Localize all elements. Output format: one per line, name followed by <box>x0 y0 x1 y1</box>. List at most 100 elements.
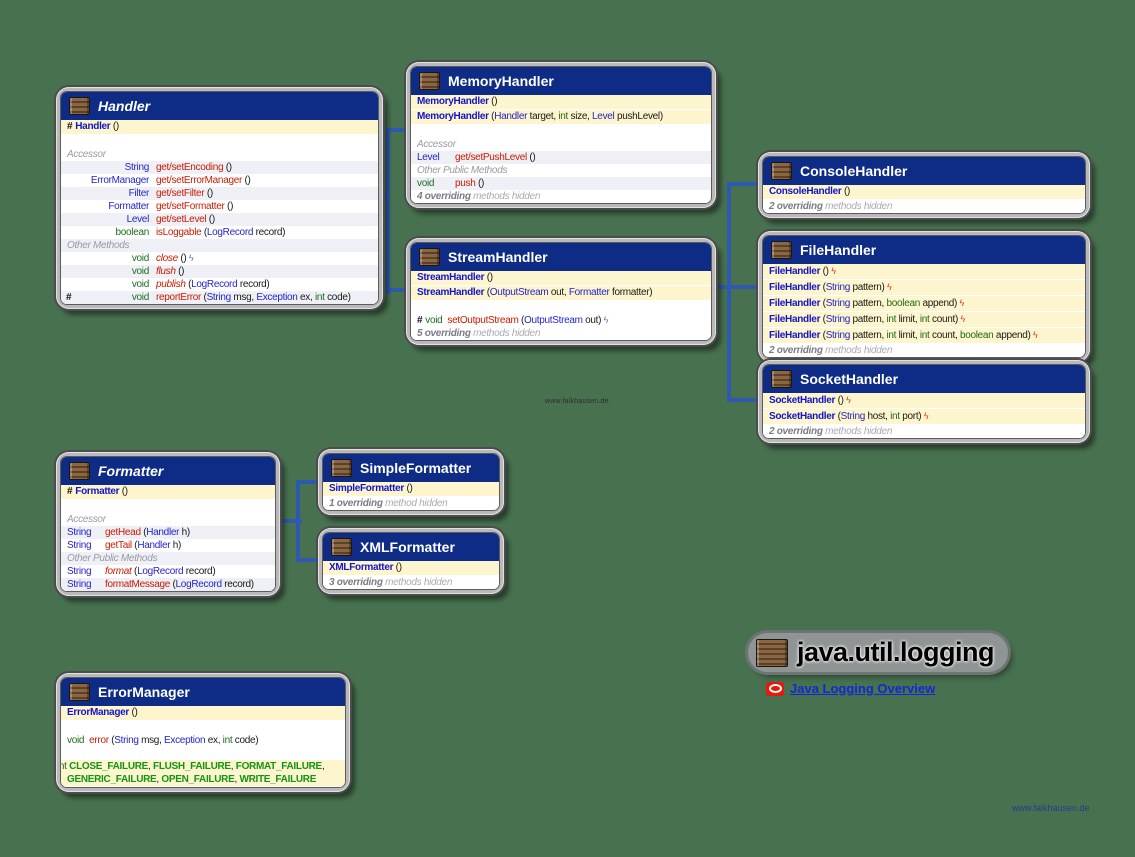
member-row: MemoryHandler (Handler target, int size,… <box>411 110 711 125</box>
class-xmlformatter[interactable]: XMLFormatter XMLFormatter ()3 overriding… <box>318 528 504 594</box>
class-icon <box>331 538 352 556</box>
class-icon <box>69 683 90 701</box>
member-row: int CLOSE_FAILURE, FLUSH_FAILURE, FORMAT… <box>61 760 345 787</box>
member-row: Accessor <box>61 148 378 161</box>
class-icon <box>331 459 352 477</box>
member-row: 4 overriding methods hidden <box>411 190 711 203</box>
connector-handler-to-streamhandler <box>386 288 410 292</box>
member-row: 3 overriding methods hidden <box>323 576 499 589</box>
member-row: SocketHandler (String host, int port) ϟ <box>763 409 1085 425</box>
class-title: Formatter <box>98 463 164 479</box>
member-row <box>61 721 345 734</box>
class-header: MemoryHandler <box>411 67 711 95</box>
class-icon <box>771 241 792 259</box>
member-row: #Handler () <box>61 120 378 135</box>
connector-handler-to-memoryhandler <box>386 128 410 132</box>
class-header: ConsoleHandler <box>763 157 1085 185</box>
connector-formatter-stub <box>268 519 302 523</box>
connector-formatter-to-simpleformatter <box>296 480 322 484</box>
class-icon <box>771 370 792 388</box>
connector-formatter-children-vertical <box>296 480 300 562</box>
class-title: FileHandler <box>800 242 877 258</box>
member-row: Other Public Methods <box>61 552 275 565</box>
class-title: Handler <box>98 98 151 114</box>
member-row: ConsoleHandler () <box>763 185 1085 200</box>
member-row: StreamHandler () <box>411 271 711 286</box>
class-header: Formatter <box>61 457 275 485</box>
class-consolehandler[interactable]: ConsoleHandler ConsoleHandler ()2 overri… <box>758 152 1090 218</box>
member-row: Accessor <box>411 138 711 151</box>
member-row: MemoryHandler () <box>411 95 711 110</box>
package-title: java.util.logging <box>797 637 995 667</box>
java-logging-overview-link[interactable]: Java Logging Overview <box>790 681 936 696</box>
class-icon <box>419 72 440 90</box>
class-header: SimpleFormatter <box>323 454 499 482</box>
member-rows: MemoryHandler ()MemoryHandler (Handler t… <box>411 95 711 203</box>
class-header: SocketHandler <box>763 365 1085 393</box>
member-row: StreamHandler (OutputStream out, Formatt… <box>411 286 711 301</box>
member-row: #void setOutputStream (OutputStream out)… <box>411 314 711 327</box>
member-row: FileHandler (String pattern, int limit, … <box>763 328 1085 344</box>
package-link-row: Java Logging Overview <box>766 681 935 696</box>
class-header: ErrorManager <box>61 678 345 706</box>
class-simpleformatter[interactable]: SimpleFormatter SimpleFormatter ()1 over… <box>318 449 504 515</box>
class-icon <box>771 162 792 180</box>
connector-streamhandler-children-vertical <box>727 182 731 402</box>
class-title: XMLFormatter <box>360 539 455 555</box>
connector-streamhandler-to-consolehandler <box>727 182 762 186</box>
member-row: Other Public Methods <box>411 164 711 177</box>
class-header: Handler <box>61 92 378 120</box>
package-crate-icon <box>756 638 788 667</box>
member-rows: SimpleFormatter ()1 overriding method hi… <box>323 482 499 510</box>
class-title: StreamHandler <box>448 249 548 265</box>
member-row: 5 overriding methods hidden <box>411 327 711 340</box>
watermark-bottom: www.falkhausen.de <box>1012 803 1090 813</box>
class-memoryhandler[interactable]: MemoryHandler MemoryHandler ()MemoryHand… <box>406 62 716 208</box>
member-rows: ConsoleHandler ()2 overriding methods hi… <box>763 185 1085 213</box>
class-icon <box>419 248 440 266</box>
member-row: Other Methods <box>61 239 378 252</box>
class-title: SocketHandler <box>800 371 899 387</box>
class-streamhandler[interactable]: StreamHandler StreamHandler ()StreamHand… <box>406 238 716 345</box>
member-row: Accessor <box>61 513 275 526</box>
member-row <box>411 125 711 138</box>
member-row: 2 overriding methods hidden <box>763 425 1085 438</box>
member-row <box>61 500 275 513</box>
member-row: FileHandler (String pattern) ϟ <box>763 280 1085 296</box>
member-row: SocketHandler () ϟ <box>763 393 1085 409</box>
class-icon <box>69 462 90 480</box>
class-icon <box>69 97 90 115</box>
member-row <box>61 747 345 760</box>
class-title: SimpleFormatter <box>360 460 472 476</box>
member-row: #Formatter () <box>61 485 275 500</box>
class-title: MemoryHandler <box>448 73 554 89</box>
member-row: FileHandler (String pattern, int limit, … <box>763 312 1085 328</box>
connector-streamhandler-stub <box>704 285 762 289</box>
member-row: void error (String msg, Exception ex, in… <box>61 734 345 747</box>
package-title-block: java.util.logging <box>748 633 1009 672</box>
member-rows: ErrorManager ()void error (String msg, E… <box>61 706 345 787</box>
connector-handler-children-vertical <box>386 128 390 294</box>
class-header: StreamHandler <box>411 243 711 271</box>
connector-formatter-to-xmlformatter <box>296 558 322 562</box>
class-errormanager[interactable]: ErrorManager ErrorManager ()void error (… <box>56 673 350 792</box>
member-rows: StreamHandler ()StreamHandler (OutputStr… <box>411 271 711 340</box>
class-title: ErrorManager <box>98 684 190 700</box>
